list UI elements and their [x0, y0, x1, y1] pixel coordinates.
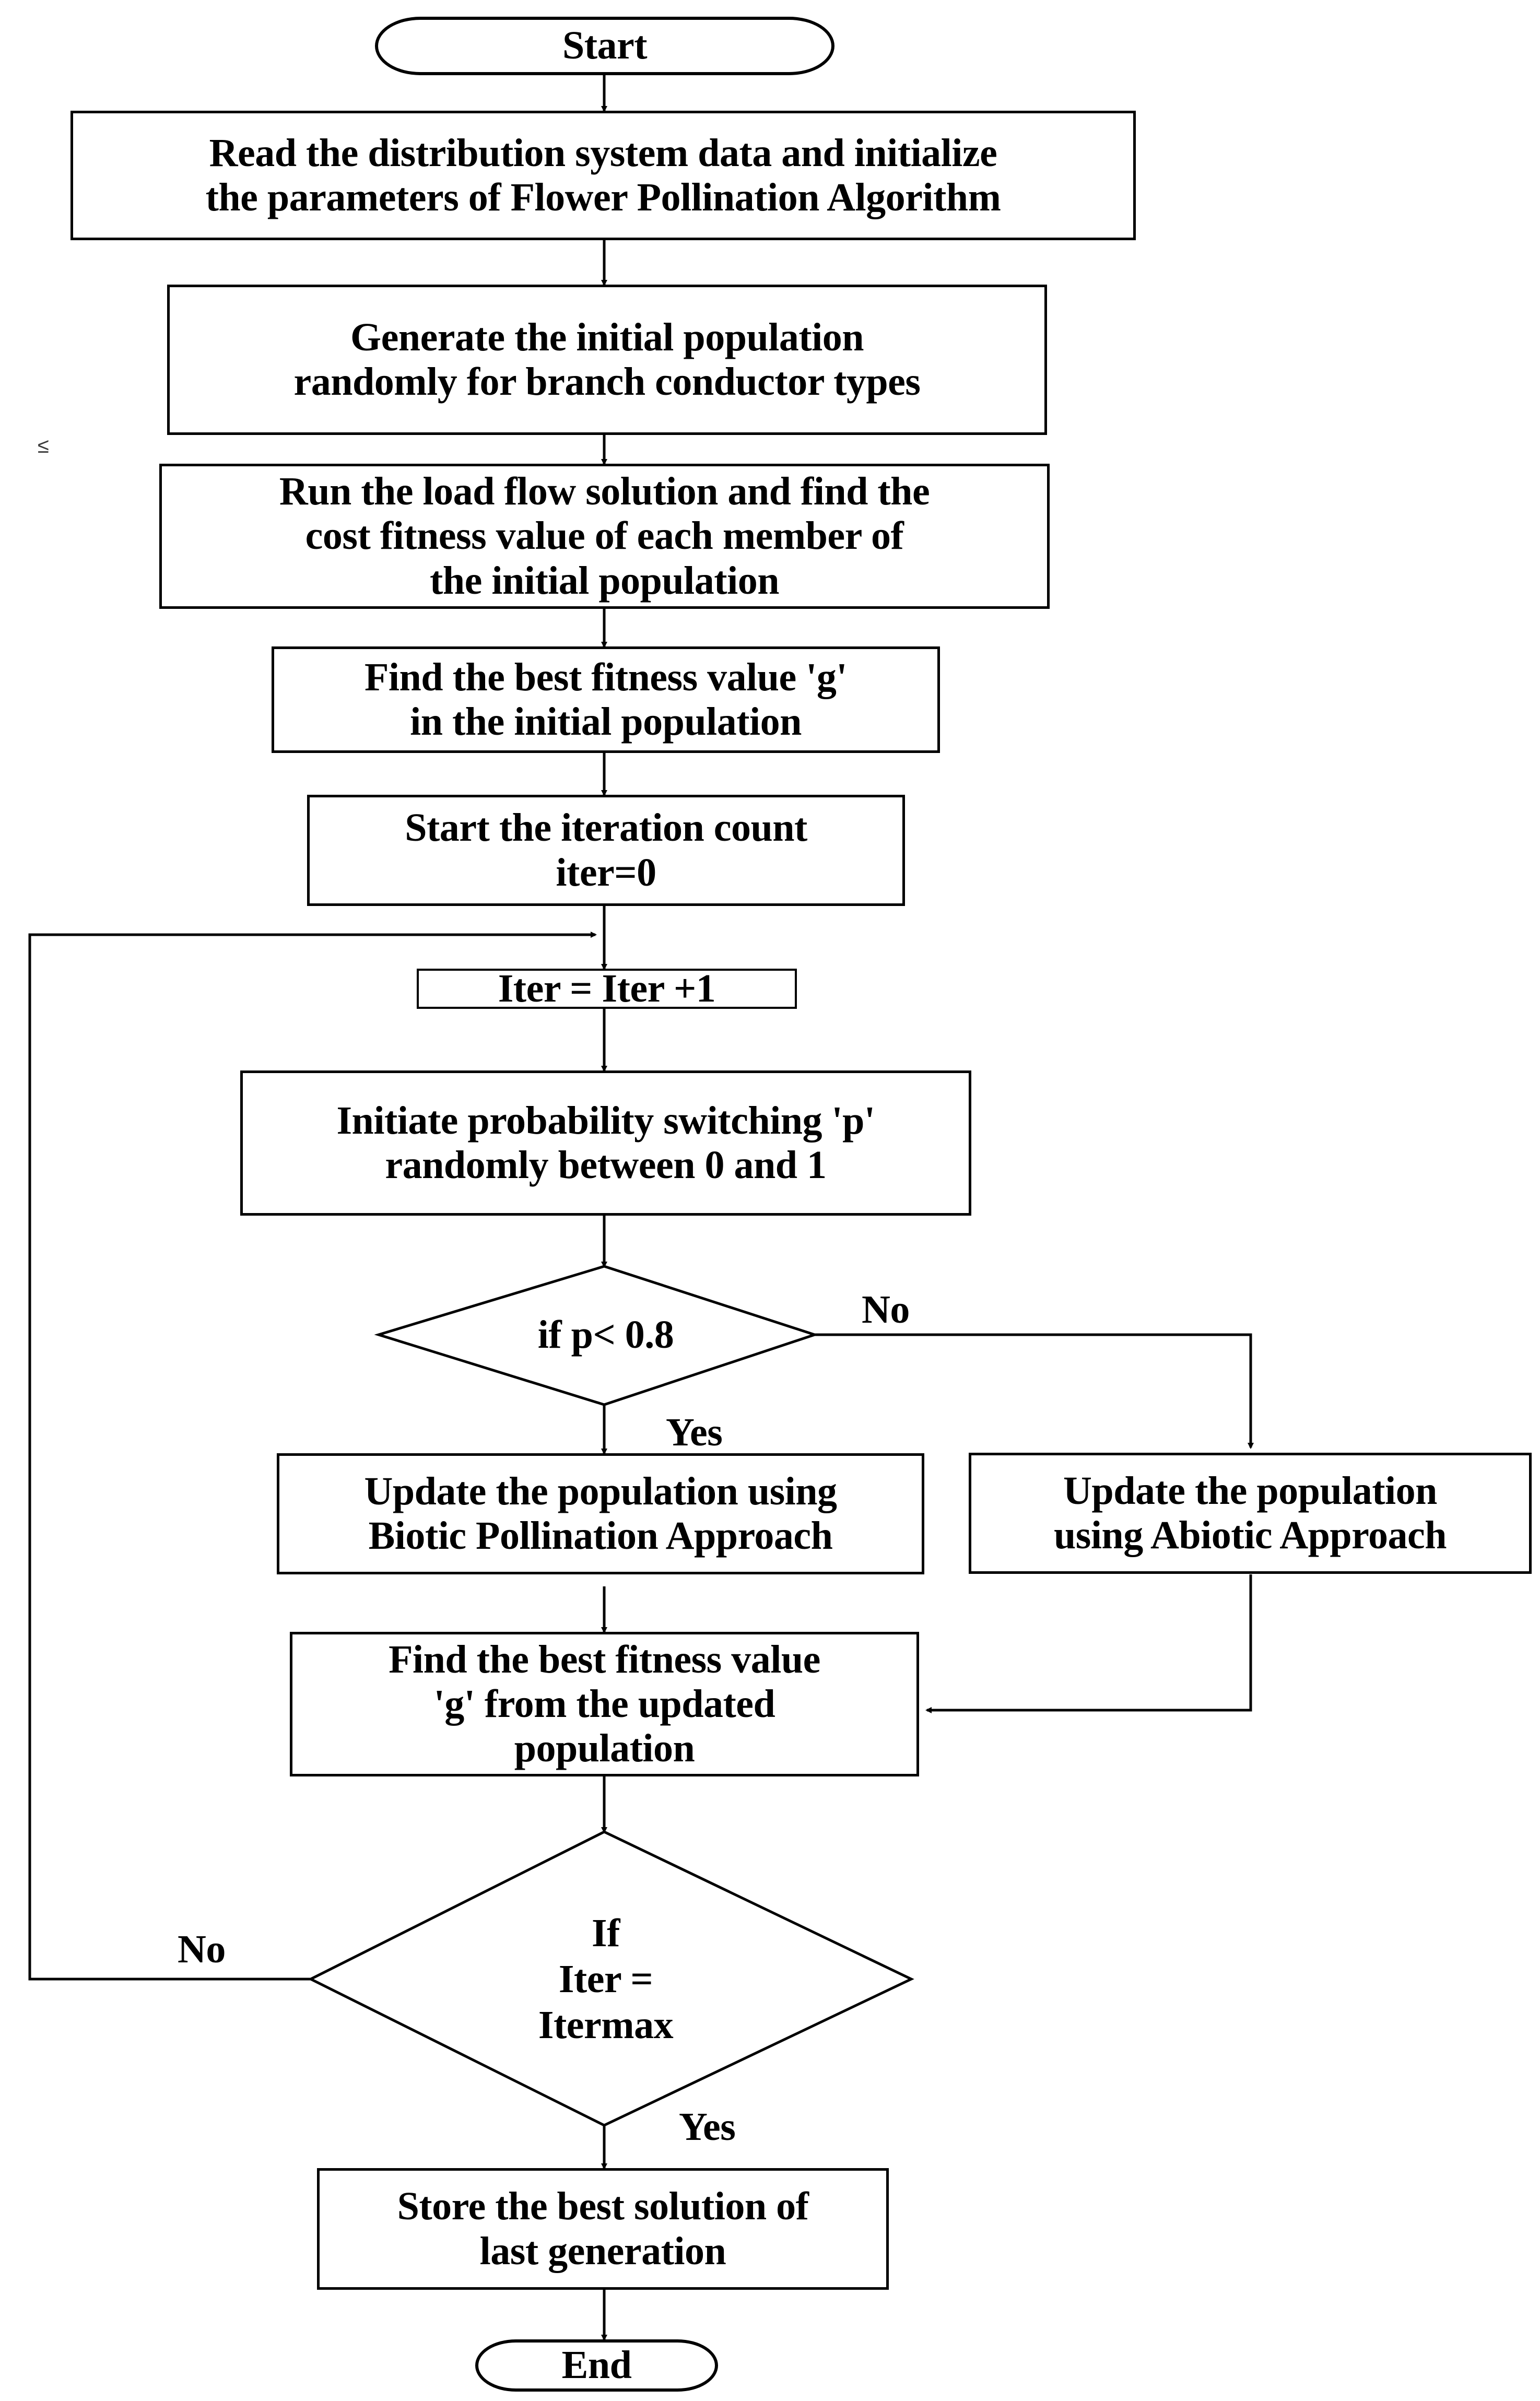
node-read-data[interactable]: Read the distribution system data and in… — [70, 111, 1136, 240]
edge-label-itermax-yes: Yes — [679, 2105, 736, 2149]
edge-label-probability-no: No — [862, 1288, 910, 1332]
node-decision-itermax[interactable]: If Iter = Itermax — [538, 1911, 674, 2047]
node-find-best-updated[interactable]: Find the best fitness value 'g' from the… — [290, 1632, 919, 1776]
node-find-best-initial[interactable]: Find the best fitness value 'g' in the i… — [272, 646, 940, 753]
node-end[interactable]: End — [475, 2339, 718, 2392]
node-generate-population[interactable]: Generate the initial population randomly… — [167, 285, 1047, 435]
node-update-biotic[interactable]: Update the population using Biotic Polli… — [277, 1453, 924, 1574]
stray-glyph-artifact: ≤ — [38, 434, 49, 457]
node-decision-probability[interactable]: if p< 0.8 — [537, 1312, 674, 1357]
edge-label-itermax-no: No — [178, 1927, 226, 1971]
node-store-best[interactable]: Store the best solution of last generati… — [317, 2168, 889, 2290]
node-increment-iter[interactable]: Iter = Iter +1 — [417, 967, 797, 1010]
node-start[interactable]: Start — [375, 17, 834, 75]
edge-label-probability-yes: Yes — [666, 1410, 723, 1454]
node-run-load-flow[interactable]: Run the load flow solution and find the … — [159, 464, 1050, 609]
node-update-abiotic[interactable]: Update the population using Abiotic Appr… — [969, 1453, 1532, 1574]
node-initiate-probability[interactable]: Initiate probability switching 'p' rando… — [240, 1070, 971, 1216]
node-start-iteration[interactable]: Start the iteration count iter=0 — [307, 795, 905, 906]
